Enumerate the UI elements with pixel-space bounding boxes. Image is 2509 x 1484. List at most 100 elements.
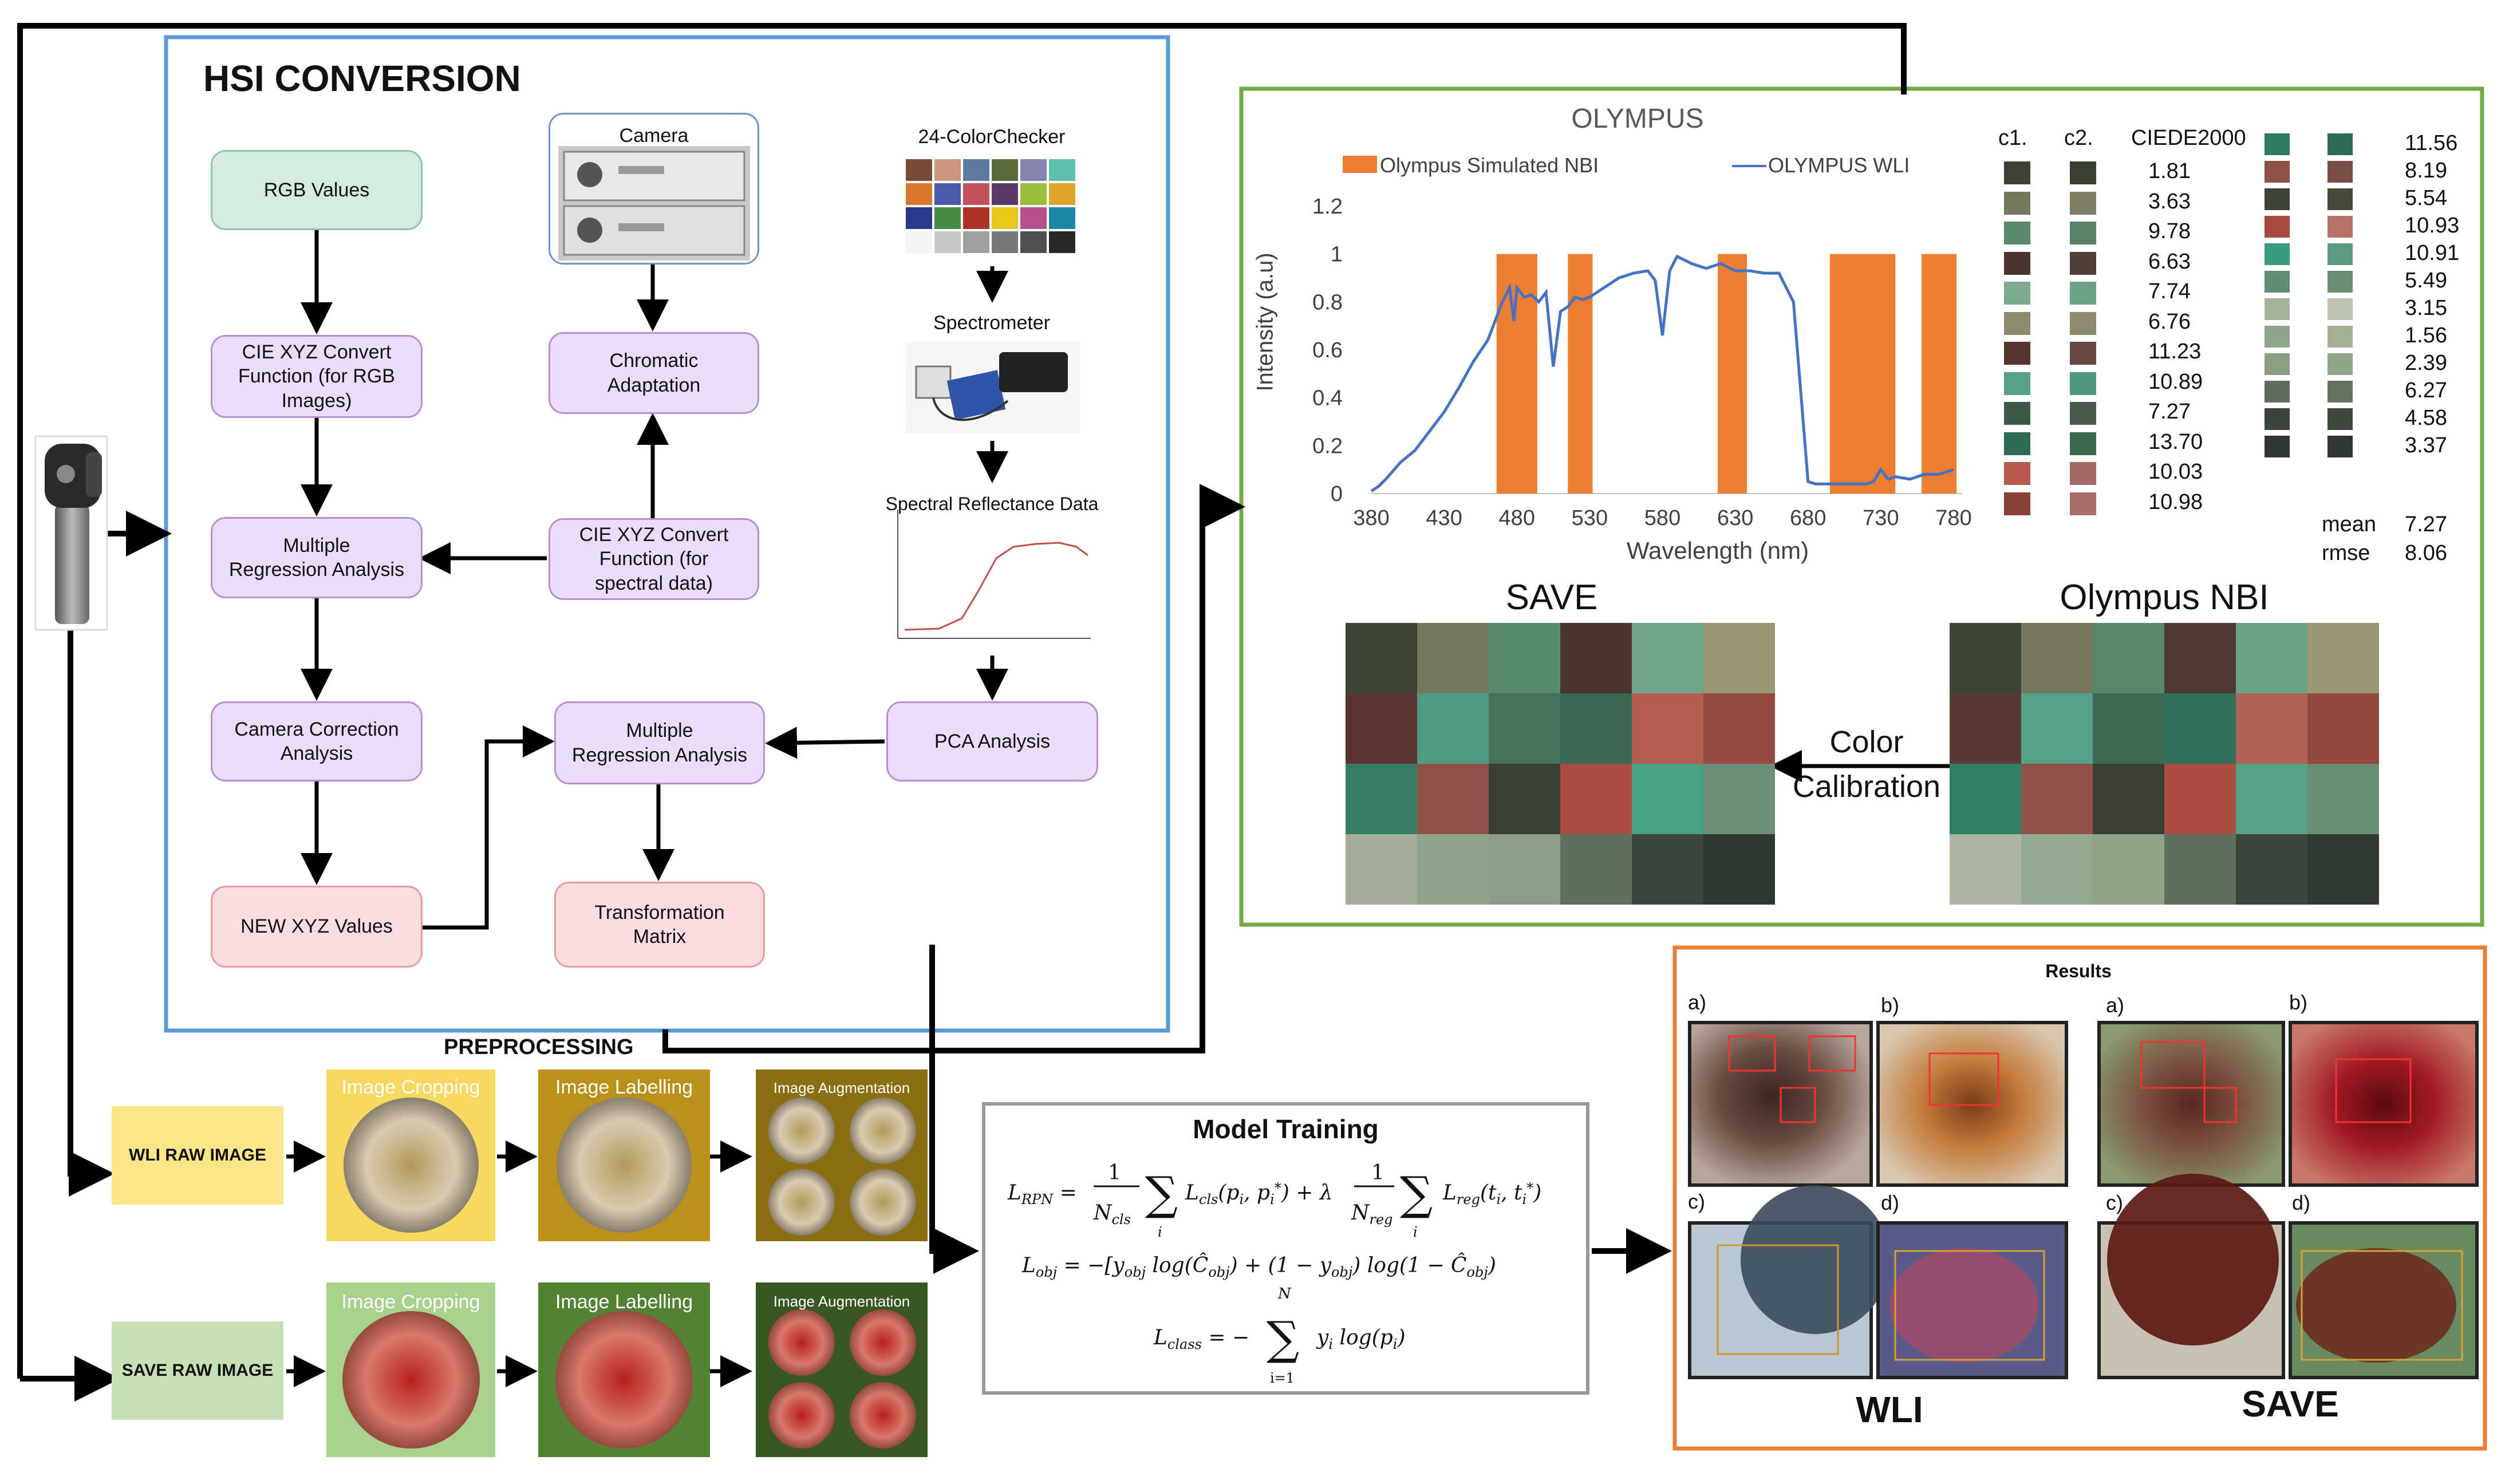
model-training-title: Model Training bbox=[1193, 1114, 1379, 1144]
spectrometer-label: Spectrometer bbox=[933, 312, 1051, 334]
legend-wli-swatch bbox=[1732, 165, 1766, 167]
wli-crop-image bbox=[326, 1069, 495, 1241]
swatch-c2-right bbox=[2327, 381, 2353, 402]
swatch-c2-left bbox=[2070, 402, 2096, 425]
swatch-c1-left bbox=[2004, 161, 2030, 184]
calibration-patch bbox=[2093, 693, 2164, 764]
svg-text:i: i bbox=[1158, 1224, 1162, 1240]
calibration-patch bbox=[2021, 693, 2093, 764]
swatch-c2-left bbox=[2070, 191, 2096, 215]
calibration-patch bbox=[1560, 693, 1632, 764]
svg-text:i: i bbox=[1413, 1224, 1418, 1240]
calibration-patch bbox=[1489, 693, 1560, 764]
colorchecker-patch bbox=[1020, 183, 1047, 205]
ciede-left-value: 11.23 bbox=[2148, 340, 2202, 364]
swatch-c2-left bbox=[2070, 311, 2096, 335]
wli-raw-box: WLI RAW IMAGE bbox=[112, 1106, 283, 1205]
calibration-patch bbox=[2093, 764, 2164, 834]
colorchecker-patch bbox=[934, 159, 961, 181]
ciede-left-value: 13.70 bbox=[2148, 429, 2203, 454]
wli-augment-image bbox=[756, 1069, 928, 1241]
save-cropping-label: Image Cropping bbox=[341, 1291, 480, 1313]
calibration-patch bbox=[1560, 764, 1632, 834]
ciede-left-value: 10.89 bbox=[2148, 369, 2203, 394]
colorchecker-patch bbox=[1049, 159, 1075, 181]
save-grid-title: SAVE bbox=[1505, 578, 1598, 617]
calibration-patch bbox=[1346, 764, 1417, 834]
swatch-c2-right bbox=[2327, 243, 2353, 265]
ciede-right-value: 3.37 bbox=[2405, 433, 2447, 457]
camera-label: Camera bbox=[619, 125, 689, 147]
calibration-patch bbox=[2307, 623, 2379, 693]
results-save-d bbox=[2289, 1221, 2479, 1379]
y-tick-label: 0.6 bbox=[1312, 338, 1343, 362]
swatch-c1-right bbox=[2265, 161, 2290, 183]
swatch-c1-right bbox=[2265, 216, 2290, 238]
olympus-title: OLYMPUS bbox=[1571, 104, 1704, 134]
colorchecker-patch bbox=[906, 207, 932, 229]
hsi-title: HSI CONVERSION bbox=[203, 58, 521, 99]
ciede-right-value: 5.54 bbox=[2405, 186, 2447, 210]
swatch-c1-right bbox=[2265, 436, 2290, 457]
colorchecker-patch bbox=[992, 183, 1018, 205]
x-tick-label: 780 bbox=[1935, 506, 1971, 530]
new-xyz-box: NEW XYZ Values bbox=[211, 886, 423, 968]
swatch-c1-left bbox=[2004, 402, 2030, 425]
calibration-patch bbox=[1560, 834, 1632, 905]
dermatoscope-icon bbox=[34, 435, 108, 631]
results-save-c bbox=[2097, 1174, 2285, 1379]
swatch-c2-right bbox=[2327, 188, 2353, 210]
svg-text:LRPN =: LRPN = bbox=[1007, 1181, 1077, 1207]
nbi-band-bar bbox=[1568, 254, 1593, 494]
save-augmentation-label: Image Augmentation bbox=[773, 1293, 910, 1310]
swatch-c1-right bbox=[2265, 188, 2290, 210]
cie-rgb-box: CIE XYZ Convert Function (for RGB Images… bbox=[211, 335, 423, 418]
calibration-patch bbox=[1703, 623, 1775, 693]
rmse-label: rmse bbox=[2322, 541, 2370, 565]
calibration-patch bbox=[1346, 693, 1417, 764]
results-save-b bbox=[2289, 1021, 2479, 1187]
swatch-c2-right bbox=[2327, 216, 2353, 238]
colorchecker-patch bbox=[963, 231, 989, 253]
colorchecker-patch bbox=[1020, 207, 1047, 229]
save-raw-box: SAVE RAW IMAGE bbox=[112, 1321, 283, 1420]
mra-left-box: Multiple Regression Analysis bbox=[211, 517, 423, 598]
swatch-c1-right bbox=[2265, 353, 2290, 375]
col-c2-header: c2. bbox=[2064, 126, 2093, 150]
calibration-patch bbox=[1703, 693, 1775, 764]
colorchecker-patch bbox=[1049, 207, 1075, 229]
swatch-c2-right bbox=[2327, 298, 2353, 320]
svg-text:∑: ∑ bbox=[1145, 1167, 1178, 1220]
ciede-left-value: 1.81 bbox=[2148, 159, 2191, 183]
calibration-patch bbox=[1417, 834, 1489, 905]
ciede-right-value: 2.39 bbox=[2405, 351, 2447, 375]
x-tick-label: 580 bbox=[1644, 506, 1680, 530]
model-training-box bbox=[982, 1102, 1589, 1395]
svg-text:1: 1 bbox=[1371, 1161, 1384, 1185]
svg-text:1: 1 bbox=[1108, 1161, 1121, 1185]
colorchecker-patch bbox=[1020, 231, 1047, 253]
results-save-a bbox=[2097, 1021, 2285, 1187]
swatch-c2-right bbox=[2327, 436, 2353, 457]
hsi-arrows bbox=[301, 230, 1008, 930]
calibration-patch bbox=[2164, 834, 2236, 905]
x-tick-label: 630 bbox=[1717, 506, 1753, 530]
calibration-patch bbox=[2307, 764, 2379, 834]
swatch-c2-left bbox=[2070, 372, 2096, 395]
colorchecker-patch bbox=[963, 207, 989, 229]
calibration-patch bbox=[1489, 834, 1560, 905]
swatch-c1-right bbox=[2265, 243, 2290, 265]
results-title: Results bbox=[2045, 961, 2112, 981]
ciede-right-value: 8.19 bbox=[2405, 159, 2447, 183]
swatch-c2-left bbox=[2070, 161, 2096, 184]
ciede-right-value: 5.49 bbox=[2405, 269, 2447, 293]
swatch-c2-left bbox=[2070, 432, 2096, 455]
swatch-c1-left bbox=[2004, 342, 2030, 365]
swatch-c1-left bbox=[2004, 311, 2030, 335]
results-label-b-save: b) bbox=[2289, 990, 2308, 1014]
colorchecker-patch bbox=[963, 183, 989, 205]
save-label-image bbox=[538, 1282, 710, 1457]
calibration-patch bbox=[1950, 764, 2021, 834]
